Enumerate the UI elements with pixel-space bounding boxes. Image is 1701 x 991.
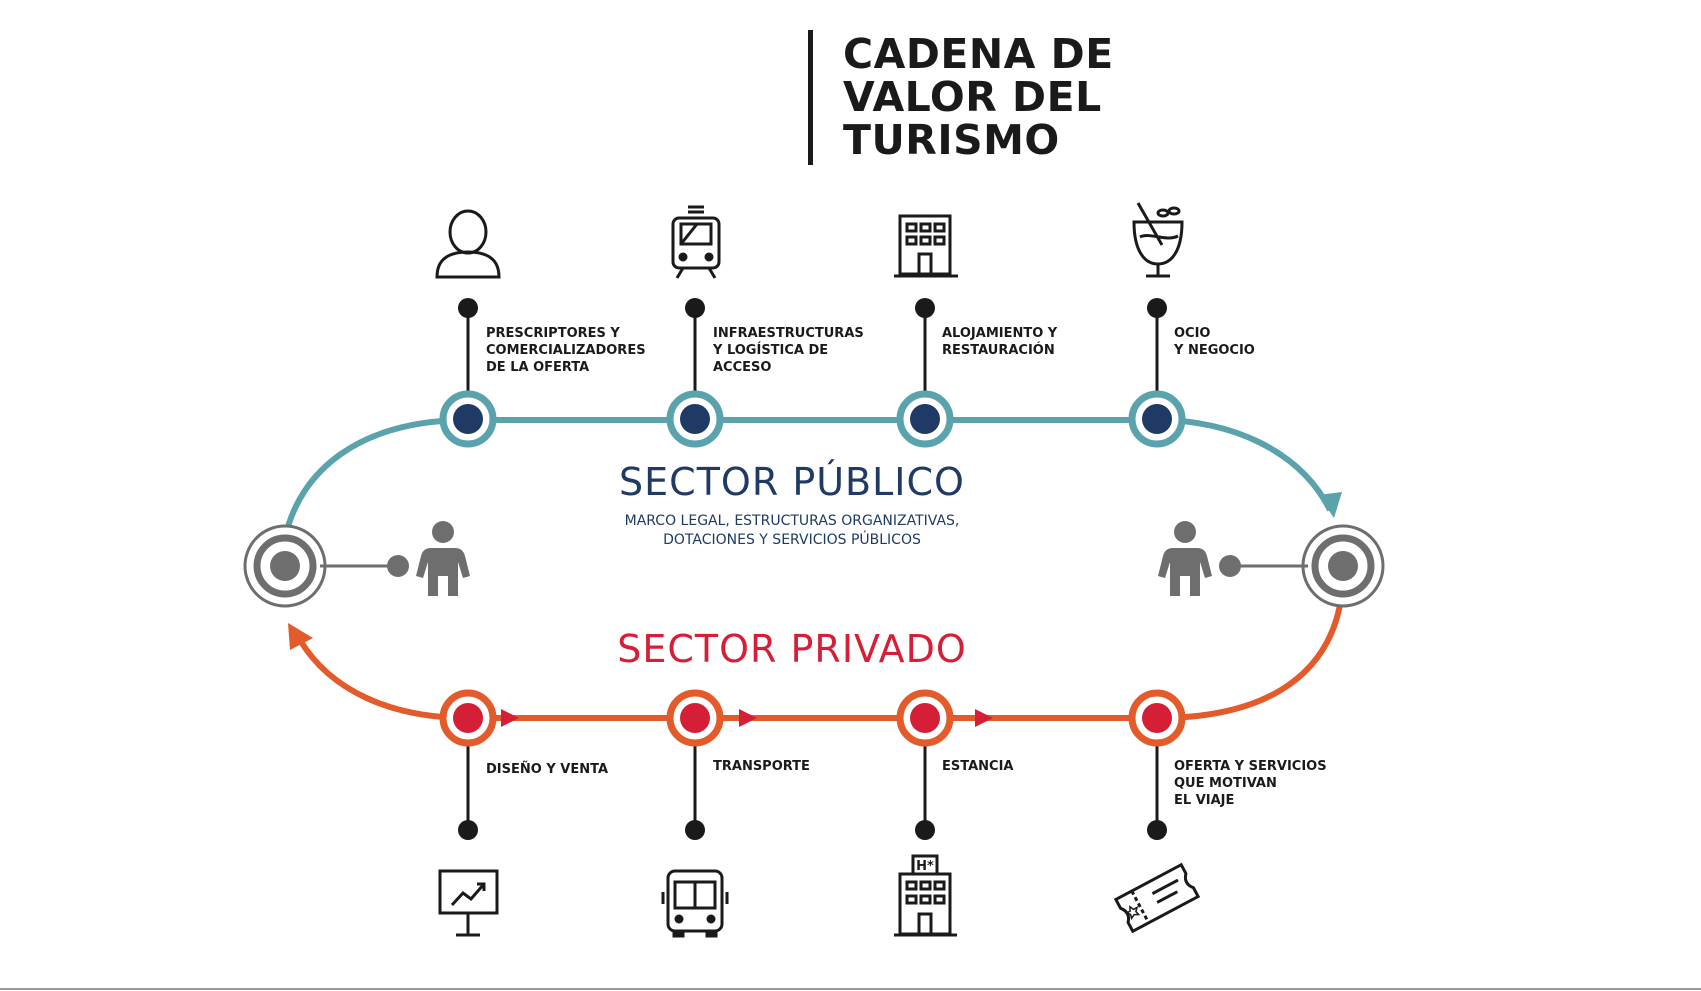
hotel-icon <box>894 854 957 937</box>
title-line-1: CADENA DE <box>843 30 1114 78</box>
public-stage-1-node <box>439 298 497 448</box>
private-direction-arrow-1 <box>501 709 519 727</box>
person-icon <box>435 209 501 279</box>
public-stage-4-node <box>1128 298 1186 448</box>
right-endpoint <box>1219 524 1385 608</box>
private-direction-arrow-2 <box>739 709 757 727</box>
traveller-icon-right <box>1158 521 1212 596</box>
train-icon <box>671 205 721 279</box>
private-stage-4-node <box>1128 689 1186 840</box>
private-stage-4-label: OFERTA Y SERVICIOS QUE MOTIVAN EL VIAJE <box>1174 759 1327 808</box>
public-stage-3-label: ALOJAMIENTO Y RESTAURACIÓN <box>942 326 1058 358</box>
public-stage-1-label: PRESCRIPTORES Y COMERCIALIZADORES DE LA … <box>486 326 646 375</box>
presentation-chart-icon <box>438 869 499 937</box>
public-stage-4-label: OCIO Y NEGOCIO <box>1174 326 1255 358</box>
public-flow-arrowhead <box>1318 492 1342 518</box>
traveller-icon-left <box>416 521 470 596</box>
private-stage-2-label: TRANSPORTE <box>713 759 810 774</box>
private-sector-title: SECTOR PRIVADO <box>617 627 967 671</box>
title-line-3: TURISMO <box>843 116 1060 164</box>
public-stage-2-node <box>666 298 724 448</box>
page-title: CADENA DE VALOR DEL TURISMO <box>843 33 1114 162</box>
private-direction-arrow-3 <box>975 709 993 727</box>
cocktail-icon <box>1132 202 1184 278</box>
hotel-sign: H* <box>916 859 934 874</box>
private-flow-arrowhead <box>288 623 313 650</box>
private-stage-2-node <box>666 689 724 840</box>
public-stage-3-node <box>896 298 954 448</box>
private-stage-1-node <box>439 689 497 840</box>
left-endpoint <box>243 524 409 608</box>
private-stage-3-label: ESTANCIA <box>942 759 1014 774</box>
public-sector-title: SECTOR PÚBLICO <box>619 460 965 504</box>
public-stage-2-label: INFRAESTRUCTURAS Y LOGÍSTICA DE ACCESO <box>713 326 864 375</box>
private-stage-1-label: DISEÑO Y VENTA <box>486 762 609 777</box>
title-line-2: VALOR DEL <box>843 73 1102 121</box>
ticket-icon <box>1113 862 1201 934</box>
bus-icon <box>661 869 729 938</box>
page-bottom-rule <box>0 988 1701 990</box>
public-sector-subtitle: MARCO LEGAL, ESTRUCTURAS ORGANIZATIVAS, … <box>624 513 960 548</box>
title-divider <box>808 30 813 165</box>
private-stage-3-node <box>896 689 954 840</box>
building-icon <box>894 214 958 278</box>
